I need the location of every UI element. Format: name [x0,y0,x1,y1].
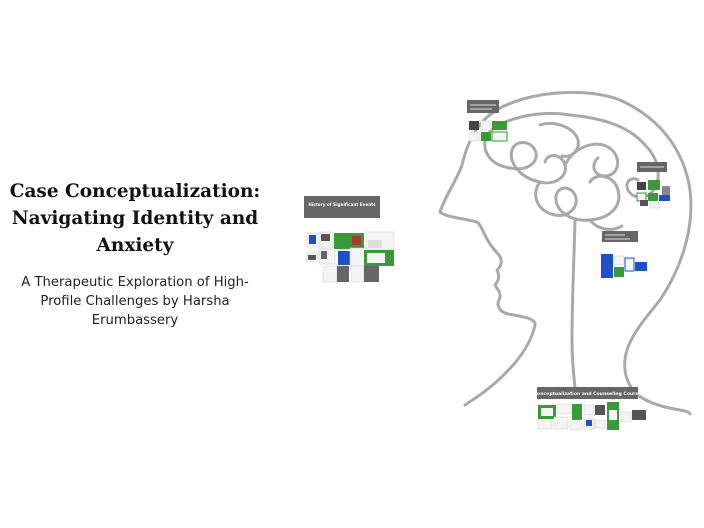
cluster-right-middle-label-bg [602,231,638,242]
presentation-title: Case Conceptualization: Navigating Ident… [9,181,261,256]
history-label: History of Significant Events [308,202,376,207]
presentation-subtitle: A Therapeutic Exploration of High-Profil… [21,275,249,328]
history-label-bg [304,196,380,218]
counseling-label: Conceptualization and Counseling Course [534,391,642,397]
cluster-right-middle[interactable] [601,231,647,278]
head-outline [438,90,693,416]
cluster-history[interactable]: History of Significant Events [304,196,395,283]
brain-squiggle [483,112,660,397]
cluster-top-label-bg [467,100,499,113]
title-block: Case Conceptualization: Navigating Ident… [8,178,262,330]
cluster-right-upper[interactable] [636,162,670,209]
counseling-label-bg [537,387,638,399]
cluster-counseling[interactable]: Conceptualization and Counseling Course [534,387,646,431]
cluster-top[interactable] [467,100,508,142]
